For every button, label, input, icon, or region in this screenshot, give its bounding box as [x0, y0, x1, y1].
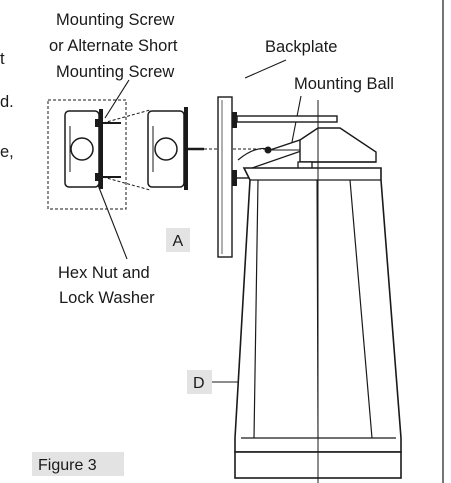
label-mounting-screw-3: Mounting Screw [56, 63, 174, 81]
figure-caption: Figure 3 [38, 457, 97, 474]
label-backplate: Backplate [265, 38, 337, 56]
label-mounting-screw-2: or Alternate Short [49, 37, 178, 55]
label-mounting-ball: Mounting Ball [294, 75, 394, 93]
edge-text-1: t [0, 50, 5, 68]
label-hex-nut-2: Lock Washer [59, 289, 155, 307]
callout-d: D [193, 375, 205, 392]
light-fixture [234, 100, 402, 483]
label-hex-nut-1: Hex Nut and [58, 264, 150, 282]
callout-d-box [187, 370, 212, 394]
junction-box [147, 107, 204, 190]
edge-text-3: e, [0, 143, 14, 161]
figure-caption-box [32, 452, 124, 476]
label-mounting-screw-1: Mounting Screw [56, 11, 174, 29]
callout-a-box [166, 228, 190, 252]
backplate [217, 96, 251, 258]
callout-a: A [173, 233, 184, 250]
mounting-ball [264, 146, 272, 154]
edge-text-2: d. [0, 93, 14, 111]
junction-box-exploded [47, 99, 127, 210]
